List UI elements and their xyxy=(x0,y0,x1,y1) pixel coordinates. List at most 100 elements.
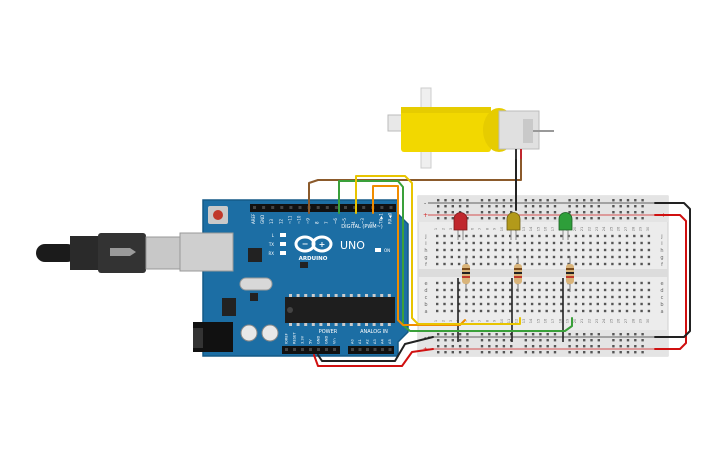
on-led xyxy=(375,248,381,252)
digital-pin-label: 7 xyxy=(324,221,329,224)
wire-red-right xyxy=(654,214,687,350)
column-number: 21 xyxy=(580,227,584,232)
power-label: POWER xyxy=(319,329,338,335)
row-letter: c xyxy=(661,295,664,301)
led-yellow xyxy=(506,212,521,240)
digital-pin-label: ~6 xyxy=(333,218,338,224)
digital-header-label: DIGITAL (PWM~) xyxy=(341,224,383,230)
column-number: 28 xyxy=(631,226,635,231)
column-number: 26 xyxy=(617,318,621,323)
column-number: 3 xyxy=(449,228,453,230)
column-number: 20 xyxy=(573,318,577,323)
analog-pin-label: A1 xyxy=(358,339,362,344)
wire-brown xyxy=(308,159,522,214)
power-pin-label: 3.3V xyxy=(301,335,305,344)
column-number: 14 xyxy=(529,226,533,231)
column-number: 17 xyxy=(551,227,555,232)
digital-pin-label: ~3 xyxy=(360,218,365,224)
column-number: 22 xyxy=(588,227,592,232)
column-number: 30 xyxy=(646,318,650,323)
column-number: 22 xyxy=(588,319,592,324)
led-green xyxy=(558,212,573,240)
row-letter: e xyxy=(424,281,427,287)
digital-pin-label: 4 xyxy=(351,221,356,224)
column-number: 9 xyxy=(493,319,497,322)
row-letter: i xyxy=(661,241,662,247)
row-letter: d xyxy=(660,288,663,294)
column-number: 1 xyxy=(434,228,438,230)
analog-label: ANALOG IN xyxy=(360,329,388,335)
column-number: 29 xyxy=(639,318,643,323)
column-number: 26 xyxy=(617,226,621,231)
digital-pin-label: ~11 xyxy=(287,215,292,224)
column-number: 29 xyxy=(639,226,643,231)
column-number: 17 xyxy=(551,319,555,324)
row-letter: b xyxy=(660,302,663,308)
wire-red xyxy=(313,348,434,367)
row-letter: a xyxy=(660,309,663,315)
analog-pin-label: A5 xyxy=(388,339,392,344)
led-red xyxy=(453,212,468,240)
column-number: 10 xyxy=(500,318,504,323)
column-number: 19 xyxy=(566,318,570,323)
row-letter: d xyxy=(424,288,427,294)
analog-pin-label: A0 xyxy=(351,339,355,344)
row-letter: i xyxy=(425,241,426,247)
column-number: 25 xyxy=(609,319,613,324)
column-number: 13 xyxy=(522,319,526,324)
column-number: 6 xyxy=(471,319,475,322)
digital-pin-label: AREF xyxy=(251,213,256,224)
column-number: 24 xyxy=(602,226,606,231)
capacitor xyxy=(261,324,279,342)
column-number: 24 xyxy=(602,318,606,323)
wires xyxy=(308,159,691,367)
column-number: 30 xyxy=(646,226,650,231)
row-letter: f xyxy=(661,262,663,268)
column-number: 7 xyxy=(478,320,482,322)
digital-pin-label: 13 xyxy=(269,218,274,224)
column-number: 9 xyxy=(493,227,497,230)
row-letter: j xyxy=(424,234,426,240)
column-number: 11 xyxy=(507,319,511,324)
row-letter: c xyxy=(425,295,428,301)
column-number: 15 xyxy=(536,227,540,232)
power-pin-label: GND xyxy=(317,336,321,344)
column-number: 8 xyxy=(485,227,489,230)
row-letter: a xyxy=(424,309,427,315)
power-pin-label: IOREF xyxy=(285,333,289,344)
column-number: 27 xyxy=(624,319,628,324)
column-number: 23 xyxy=(595,319,599,324)
svg-text:+: + xyxy=(319,240,326,249)
board-brand: ARDUINO xyxy=(299,256,328,262)
analog-pin-label: A3 xyxy=(373,339,377,344)
wire-black xyxy=(317,336,434,362)
column-number: 12 xyxy=(515,319,519,324)
digital-pin-label: TX▶1 xyxy=(378,213,383,225)
column-number: 18 xyxy=(558,318,562,323)
row-letter: g xyxy=(660,255,663,261)
resistors xyxy=(457,256,574,342)
power-pin-label: GND xyxy=(325,336,329,344)
column-number: 1 xyxy=(434,320,438,322)
power-pin-label: RESET xyxy=(293,332,297,344)
svg-text:−: − xyxy=(302,240,309,249)
power-pin-label: 5V xyxy=(309,339,313,344)
column-number: 14 xyxy=(529,318,533,323)
column-number: 3 xyxy=(449,320,453,322)
row-letter: h xyxy=(660,248,663,254)
column-number: 28 xyxy=(631,318,635,323)
status-led-label: RX xyxy=(268,251,274,256)
column-number: 20 xyxy=(573,226,577,231)
digital-pin-label: GND xyxy=(260,215,265,224)
column-number: 21 xyxy=(580,319,584,324)
analog-header[interactable] xyxy=(348,346,394,354)
column-number: 25 xyxy=(609,227,613,232)
column-number: 27 xyxy=(624,227,628,232)
row-letter: f xyxy=(425,262,427,268)
digital-header[interactable] xyxy=(250,204,396,212)
